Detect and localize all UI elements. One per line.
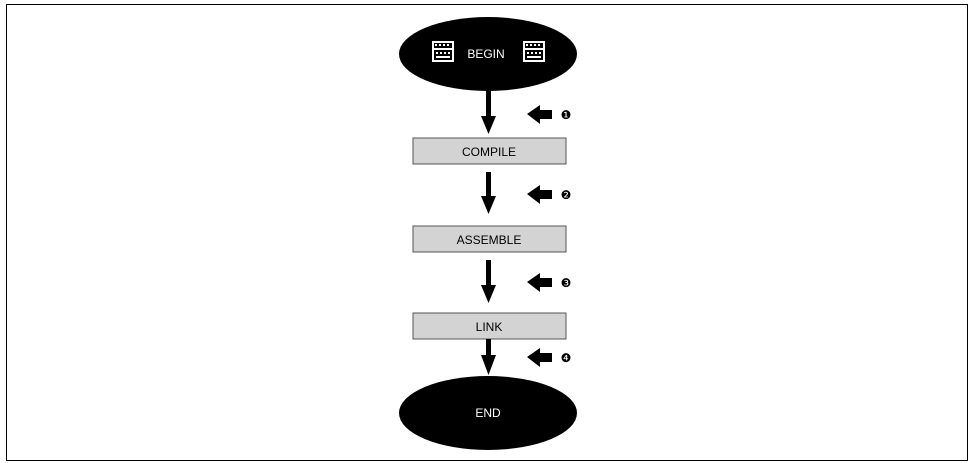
step-label: ASSEMBLE [457, 233, 522, 247]
step-label: LINK [476, 320, 503, 334]
step-node: LINK [412, 312, 567, 340]
end-label: END [475, 406, 501, 420]
flow-arrow [481, 91, 496, 134]
step-node: ASSEMBLE [412, 225, 567, 253]
step-label: COMPILE [462, 145, 516, 159]
callout-arrow [527, 348, 552, 367]
begin-node: BEGIN [399, 17, 577, 91]
flow-arrow [481, 260, 496, 303]
callout-arrow [527, 185, 552, 204]
callout-number: ❷ [561, 188, 572, 202]
flow-arrow [481, 339, 496, 375]
callout-number: ❶ [561, 108, 572, 122]
callout-number: ❹ [561, 351, 572, 365]
keyboard-icon [523, 41, 545, 62]
callout-number: ❸ [561, 276, 572, 290]
step-node: COMPILE [412, 137, 567, 165]
callout-arrow [527, 105, 552, 124]
flow-arrow [481, 172, 496, 214]
begin-label: BEGIN [467, 47, 504, 61]
keyboard-icon [432, 41, 454, 62]
end-node: END [399, 376, 577, 450]
callout-arrow [527, 273, 552, 292]
